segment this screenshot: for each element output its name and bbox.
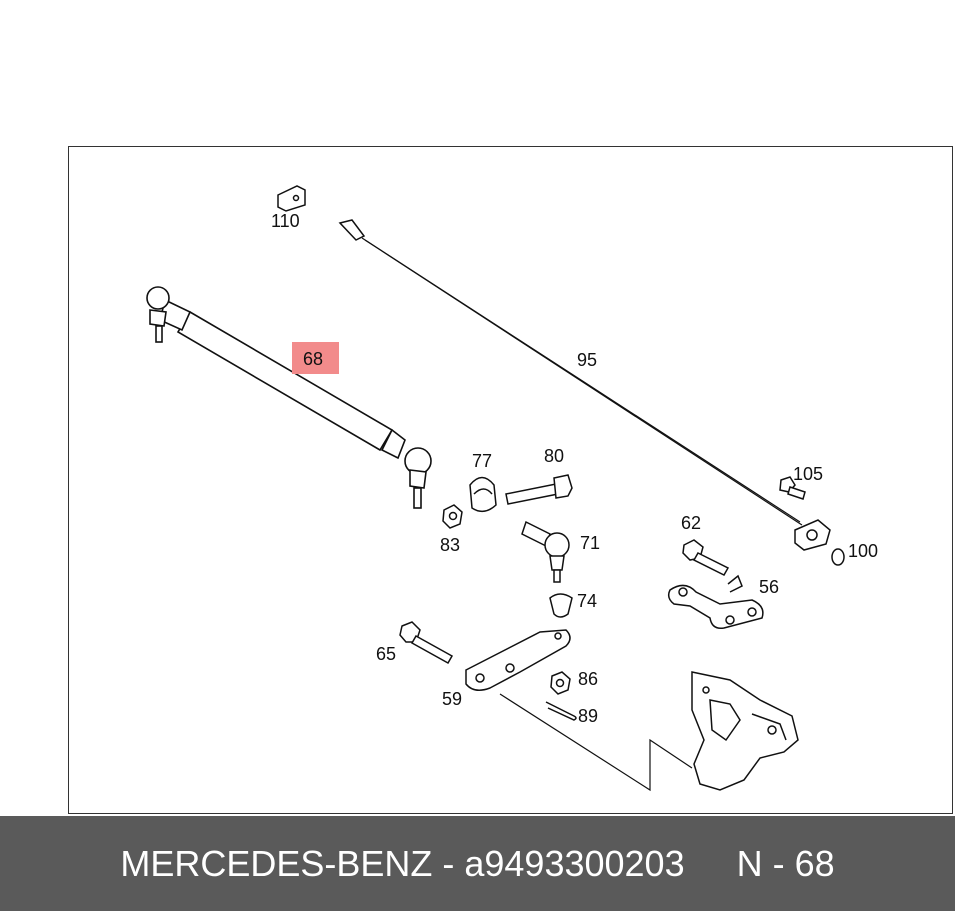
part-65-bolt[interactable] [399, 621, 454, 665]
callout-62: 62 [681, 513, 701, 533]
footer-ref: N - 68 [736, 842, 835, 884]
callout-77: 77 [472, 451, 492, 471]
callout-74: 74 [577, 591, 597, 611]
part-56-idler-arm[interactable] [667, 574, 764, 630]
part-59-pitman-arm[interactable] [465, 629, 571, 691]
callout-100: 100 [848, 541, 878, 561]
steering-gear-housing [691, 671, 799, 791]
callout-59: 59 [442, 689, 462, 709]
assembly-lines [499, 693, 693, 792]
diagram-frame [68, 146, 953, 814]
part-74-boot[interactable] [549, 593, 573, 618]
callout-65: 65 [376, 644, 396, 664]
part-80-bolt[interactable] [505, 474, 573, 505]
callout-86: 86 [578, 669, 598, 689]
callout-110: 110 [271, 211, 300, 231]
callout-83: 83 [440, 535, 460, 555]
highlight-box [292, 342, 339, 374]
part-77-clamp[interactable] [469, 476, 497, 513]
footer-brand-part: MERCEDES-BENZ - a9493300203 [120, 842, 685, 884]
callout-68: 68 [303, 349, 323, 369]
footer-bar: MERCEDES-BENZ - a9493300203 N - 68 [0, 816, 955, 911]
callout-56: 56 [759, 577, 779, 597]
part-105-bolt[interactable] [779, 476, 806, 500]
callout-80: 80 [544, 446, 564, 466]
part-62-bolt[interactable] [682, 539, 730, 576]
part-86-nut[interactable] [550, 671, 571, 695]
parts-diagram: 110 95 68 77 80 83 71 105 100 62 56 74 6… [146, 185, 878, 792]
callout-105: 105 [793, 464, 823, 484]
part-89-cotter-pin[interactable] [545, 701, 577, 721]
callout-95: 95 [577, 350, 597, 370]
part-110-bracket[interactable] [277, 185, 306, 212]
part-83-nut[interactable] [442, 504, 463, 529]
part-95-cable[interactable] [338, 219, 803, 526]
callout-89: 89 [578, 706, 598, 726]
part-68-tie-rod[interactable] [146, 286, 432, 509]
part-71-ball-joint[interactable] [521, 520, 570, 583]
callout-labels: 110 95 68 77 80 83 71 105 100 62 56 74 6… [271, 211, 878, 726]
callout-71: 71 [580, 533, 600, 553]
part-100-washer[interactable] [794, 519, 845, 566]
